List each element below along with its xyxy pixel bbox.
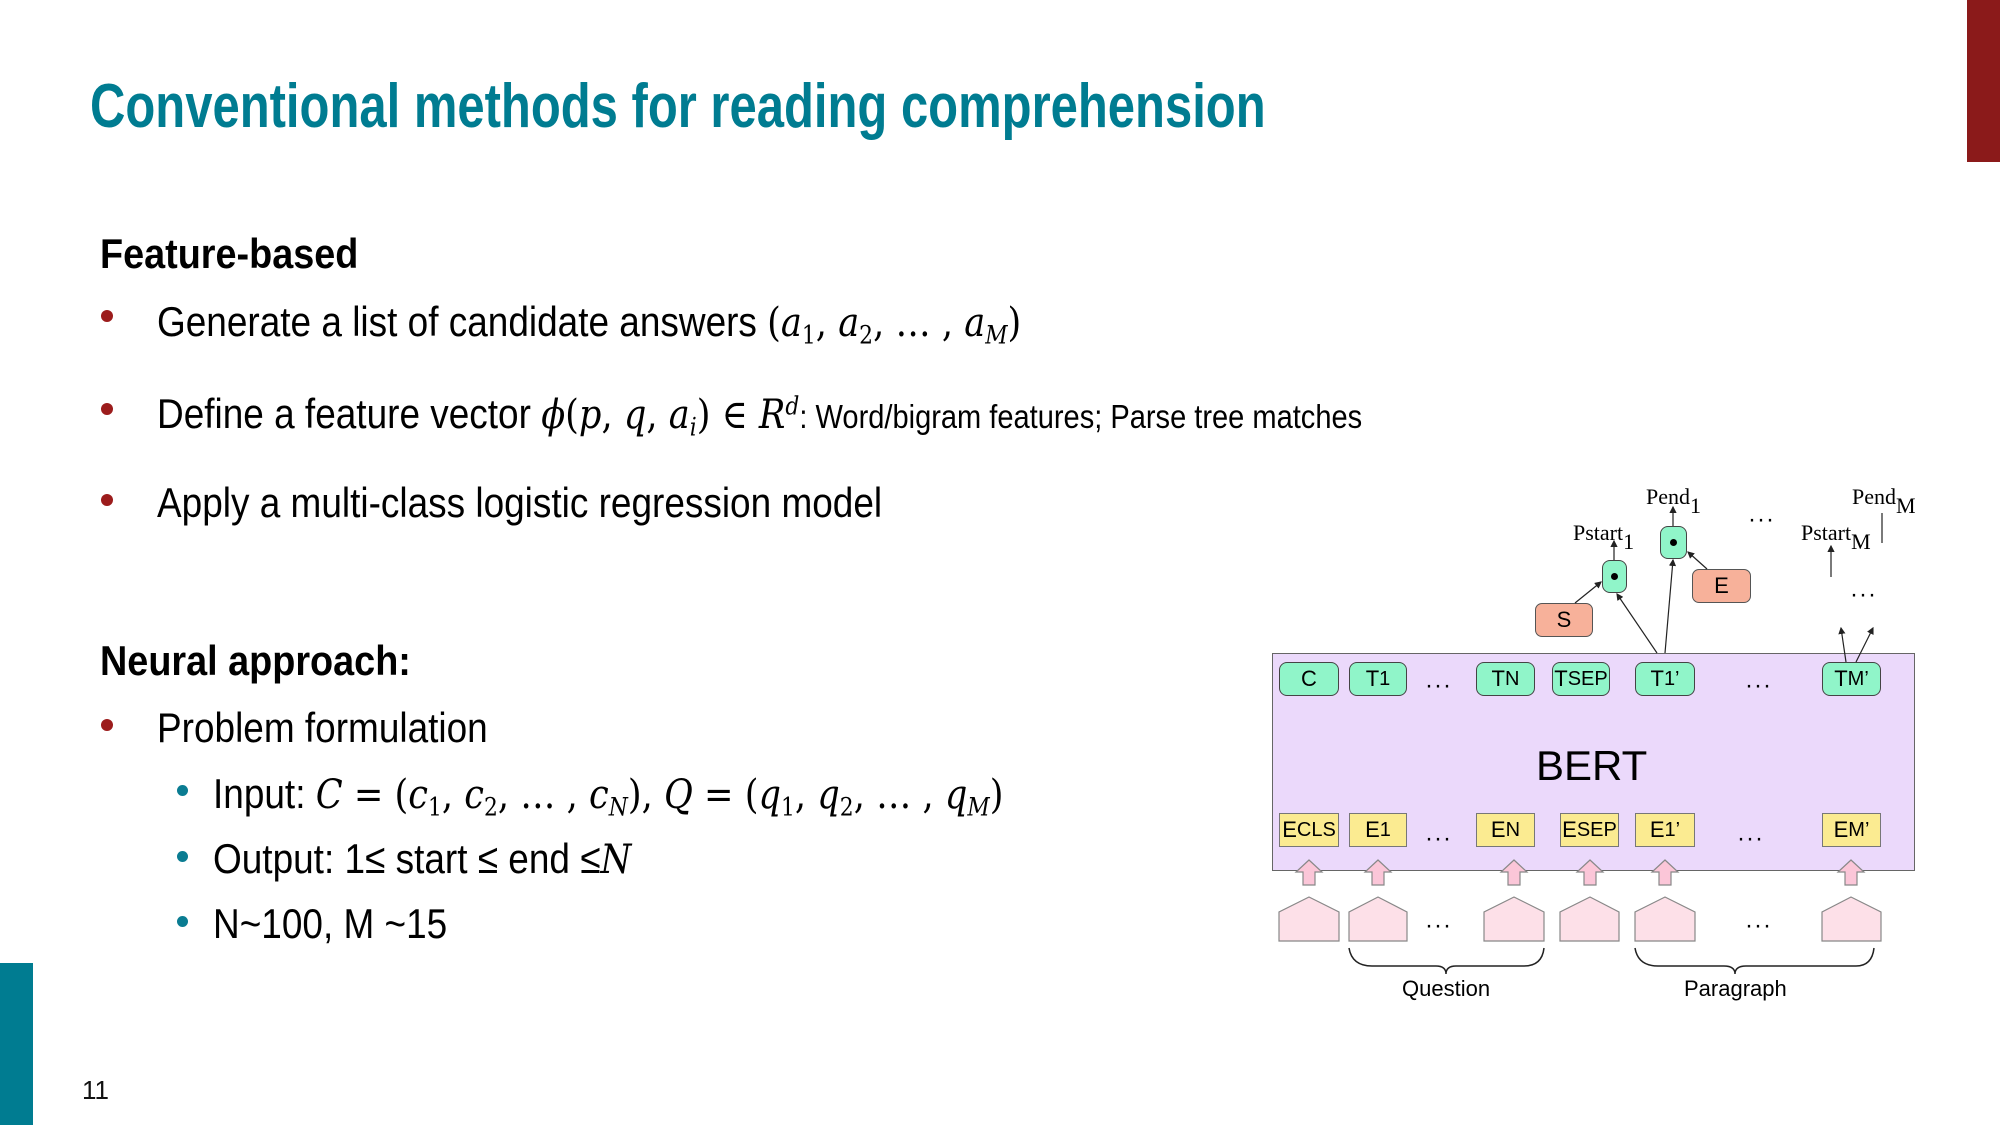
section-heading-feature-based: Feature-based xyxy=(100,230,359,277)
bullet-dot xyxy=(101,310,113,322)
sub-bullet-dot xyxy=(177,785,188,796)
bullet-dot xyxy=(101,403,113,415)
ellipsis: ··· xyxy=(1425,825,1452,852)
group-label-paragraph: Paragraph xyxy=(1684,976,1787,1001)
slide-title: Conventional methods for reading compreh… xyxy=(90,72,1266,141)
start-vector-label: S xyxy=(1556,607,1572,632)
sub-bullet-sizes: N~100, M ~15 xyxy=(213,900,448,947)
end-vector-label: E xyxy=(1714,573,1729,598)
ellipsis: ··· xyxy=(1745,672,1772,699)
sub-bullet-text: Output: 1≤ start ≤ end ≤ xyxy=(213,835,601,882)
ellipsis: ··· xyxy=(1745,912,1772,939)
bullet-text: Define a feature vector xyxy=(157,390,542,437)
dot-product-start-node xyxy=(1602,560,1627,593)
output-c: C xyxy=(1279,662,1339,696)
math-input: C = (c1, c2, … , cN), Q = (q1, q2, … , q… xyxy=(315,772,1004,822)
sub-bullet-input: Input: C = (c1, c2, … , cN), Q = (q1, q2… xyxy=(213,773,1003,820)
dot-icon xyxy=(1670,539,1677,546)
math-feature-vector: ϕ(p, q, ai) ∈ Rd xyxy=(541,391,800,442)
output-label: C xyxy=(1301,666,1317,691)
bullet-problem-formulation: Problem formulation xyxy=(157,704,488,751)
section-heading-neural: Neural approach: xyxy=(100,637,411,684)
label-pend-1: Pend1 xyxy=(1646,484,1701,518)
end-vector-e: E xyxy=(1692,569,1751,603)
page-number: 11 xyxy=(82,1075,109,1105)
math-candidates: (a1, a2, … , aM) xyxy=(767,300,1022,350)
token-shapes xyxy=(1278,896,1882,942)
feature-types: : Word/bigram features; Parse tree match… xyxy=(799,398,1363,435)
sub-bullet-text: Input: xyxy=(213,770,316,817)
ellipsis: ··· xyxy=(1425,912,1452,939)
dot-icon xyxy=(1611,573,1618,580)
ellipsis: ··· xyxy=(1748,506,1775,533)
label-pstart-1: Pstart1 xyxy=(1573,520,1635,554)
dot-product-end-node xyxy=(1660,526,1687,559)
accent-bar-teal xyxy=(0,963,33,1125)
bullet-dot xyxy=(101,719,113,731)
label-pend-m: PendM xyxy=(1852,484,1916,518)
ellipsis: ··· xyxy=(1425,672,1452,699)
bullet-logistic-regression: Apply a multi-class logistic regression … xyxy=(157,479,883,526)
bert-label: BERT xyxy=(1536,742,1648,789)
group-label-question: Question xyxy=(1402,976,1491,1001)
sub-bullet-dot xyxy=(177,851,188,862)
ellipsis: ··· xyxy=(1737,825,1764,852)
sub-bullet-dot xyxy=(177,916,188,927)
ellipsis: ··· xyxy=(1850,581,1877,608)
label-pstart-m: PstartM xyxy=(1801,520,1871,554)
bullet-generate-candidates: Generate a list of candidate answers (a1… xyxy=(157,301,1021,348)
math-output-n: N xyxy=(600,837,632,883)
bullet-feature-vector: Define a feature vector ϕ(p, q, ai) ∈ Rd… xyxy=(157,393,1362,440)
start-vector-s: S xyxy=(1535,603,1593,637)
bullet-dot xyxy=(101,494,113,506)
input-arrows xyxy=(1294,859,1866,886)
group-braces xyxy=(1348,947,1875,975)
bullet-text: Generate a list of candidate answers xyxy=(157,298,768,345)
sub-bullet-output: Output: 1≤ start ≤ end ≤N xyxy=(213,835,632,883)
accent-bar-red xyxy=(1967,0,2000,162)
